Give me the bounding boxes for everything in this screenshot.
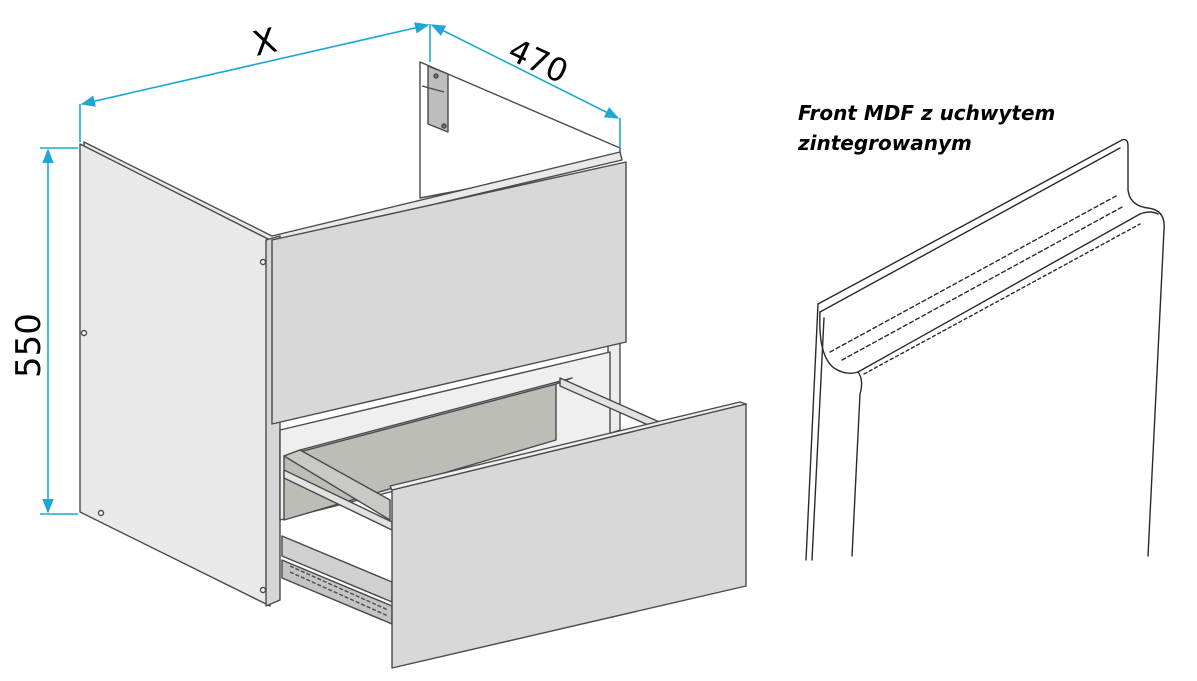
lower-drawer-front-top-edge <box>389 401 747 491</box>
width-dimension-line <box>80 22 430 107</box>
upper-drawer-front <box>271 161 627 425</box>
dimension-lines <box>40 22 621 515</box>
drawer-inner-side <box>283 449 391 521</box>
left-side-panel <box>79 143 271 607</box>
caption-line-1: Front MDF z uchwytem <box>798 101 1056 125</box>
depth-label: 470 <box>503 31 574 91</box>
cabinet <box>79 61 747 669</box>
handle-profile-detail <box>805 138 1165 561</box>
caption-line-2: zintegrowanym <box>798 131 972 155</box>
depth-dimension-line <box>430 24 620 119</box>
height-label: 550 <box>9 313 49 378</box>
detail-caption: Front MDF z uchwytem zintegrowanym <box>798 98 1098 158</box>
width-label: X <box>249 21 281 65</box>
